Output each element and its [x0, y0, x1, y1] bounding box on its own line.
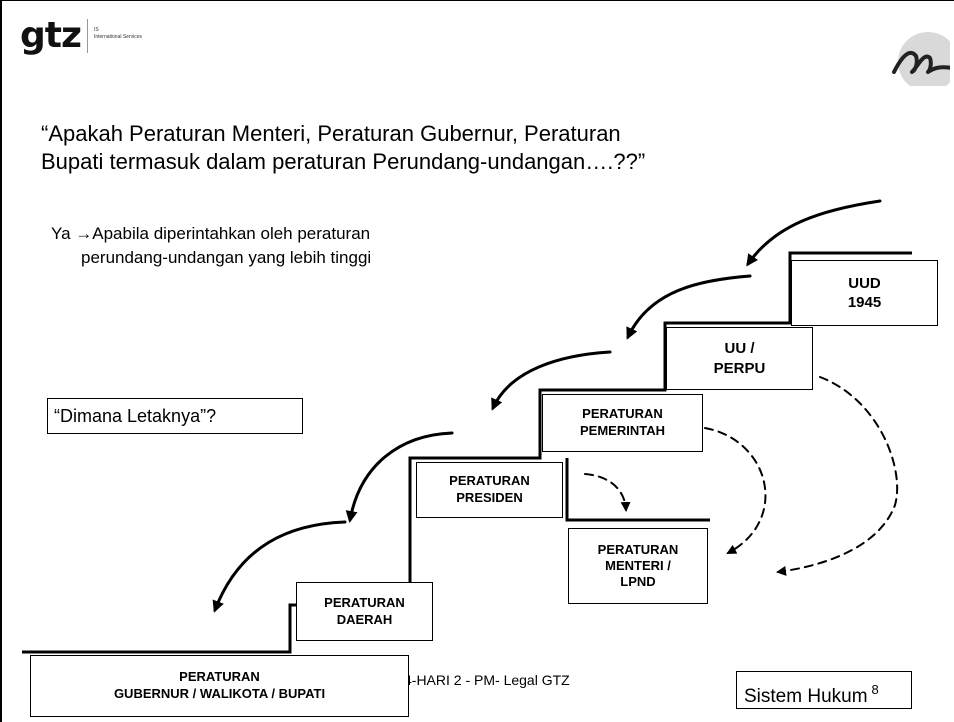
box-uu-perpu: UU / PERPU [666, 327, 813, 390]
box-peraturan-daerah: PERATURAN DAERAH [296, 582, 433, 641]
box-perpres-line-1: PERATURAN [449, 473, 530, 489]
heading-line-2: Bupati termasuk dalam peraturan Perundan… [41, 149, 646, 174]
box-pp-line-2: PEMERINTAH [580, 423, 665, 438]
question-box: “Dimana Letaknya”? [47, 398, 303, 434]
arrow-to-pp [491, 350, 612, 411]
staircase-line [22, 251, 912, 654]
answer-line-1: Ya →Apabila diperintahkan oleh peraturan [51, 224, 371, 243]
box-peraturan-menteri: PERATURAN MENTERI / LPND [568, 528, 708, 604]
box-perda-line-2: DAERAH [336, 611, 393, 627]
box-pergub-line-1: PERATURAN [179, 669, 260, 685]
answer-line-2: perundang-undangan yang lebih tinggi [81, 248, 372, 267]
dashed-arrow-uu-permen [776, 376, 899, 576]
box-uu-line-2: PERPU [713, 359, 766, 377]
footer-label: Sistem Hukum [744, 686, 868, 707]
gtz-logo: gtz IS International Services [20, 18, 142, 54]
dashed-arrow-pp-permen [704, 427, 767, 554]
box-permen-line-1: PERATURAN [597, 541, 679, 557]
arrow-to-uud [746, 199, 882, 267]
dashed-arrow-perpres-permen [584, 473, 631, 512]
logo-subtitle-line1: IS [93, 27, 99, 33]
heading-line-1: “Apakah Peraturan Menteri, Peraturan Gub… [41, 121, 621, 146]
box-uud-line-1: UUD [848, 274, 881, 292]
slide-left-border [0, 0, 2, 722]
box-peraturan-pemerintah: PERATURAN PEMERINTAH [542, 394, 703, 452]
box-uu-line-1: UU / [724, 340, 755, 357]
box-pp-line-1: PERATURAN [582, 406, 663, 422]
answer-text: Ya →Apabila diperintahkan oleh peraturan… [51, 222, 531, 270]
box-uud-1945: UUD 1945 [791, 260, 938, 326]
logo-text: gtz [20, 15, 82, 56]
box-perda-line-1: PERATURAN [324, 594, 405, 610]
solid-curved-arrows [212, 199, 882, 613]
logo-separator [86, 19, 88, 53]
slide-top-border [0, 0, 954, 1]
logo-subtitle-line2: International Services [93, 34, 143, 40]
arrow-to-perda [212, 520, 347, 613]
arrow-to-uu [626, 274, 752, 340]
box-perpres-line-2: PRESIDEN [456, 490, 523, 505]
footer-center-text: 4-HARI 2 - PM- Legal GTZ [404, 672, 570, 688]
box-peraturan-gubernur: PERATURAN GUBERNUR / WALIKOTA / BUPATI [30, 655, 409, 717]
arrow-to-perpres [345, 431, 454, 523]
box-uud-line-2: 1945 [847, 294, 882, 311]
box-pergub-line-2: GUBERNUR / WALIKOTA / BUPATI [113, 686, 326, 701]
slide-heading: “Apakah Peraturan Menteri, Peraturan Gub… [41, 120, 801, 176]
box-permen-line-3: LPND [620, 574, 656, 590]
box-permen-line-2: MENTERI / [605, 557, 671, 573]
dashed-curved-arrows [584, 376, 899, 576]
page-number: 8 [871, 682, 879, 697]
logo-subtitle: IS International Services [94, 27, 142, 41]
corner-logo-icon [892, 32, 950, 86]
box-peraturan-presiden: PERATURAN PRESIDEN [416, 462, 563, 518]
